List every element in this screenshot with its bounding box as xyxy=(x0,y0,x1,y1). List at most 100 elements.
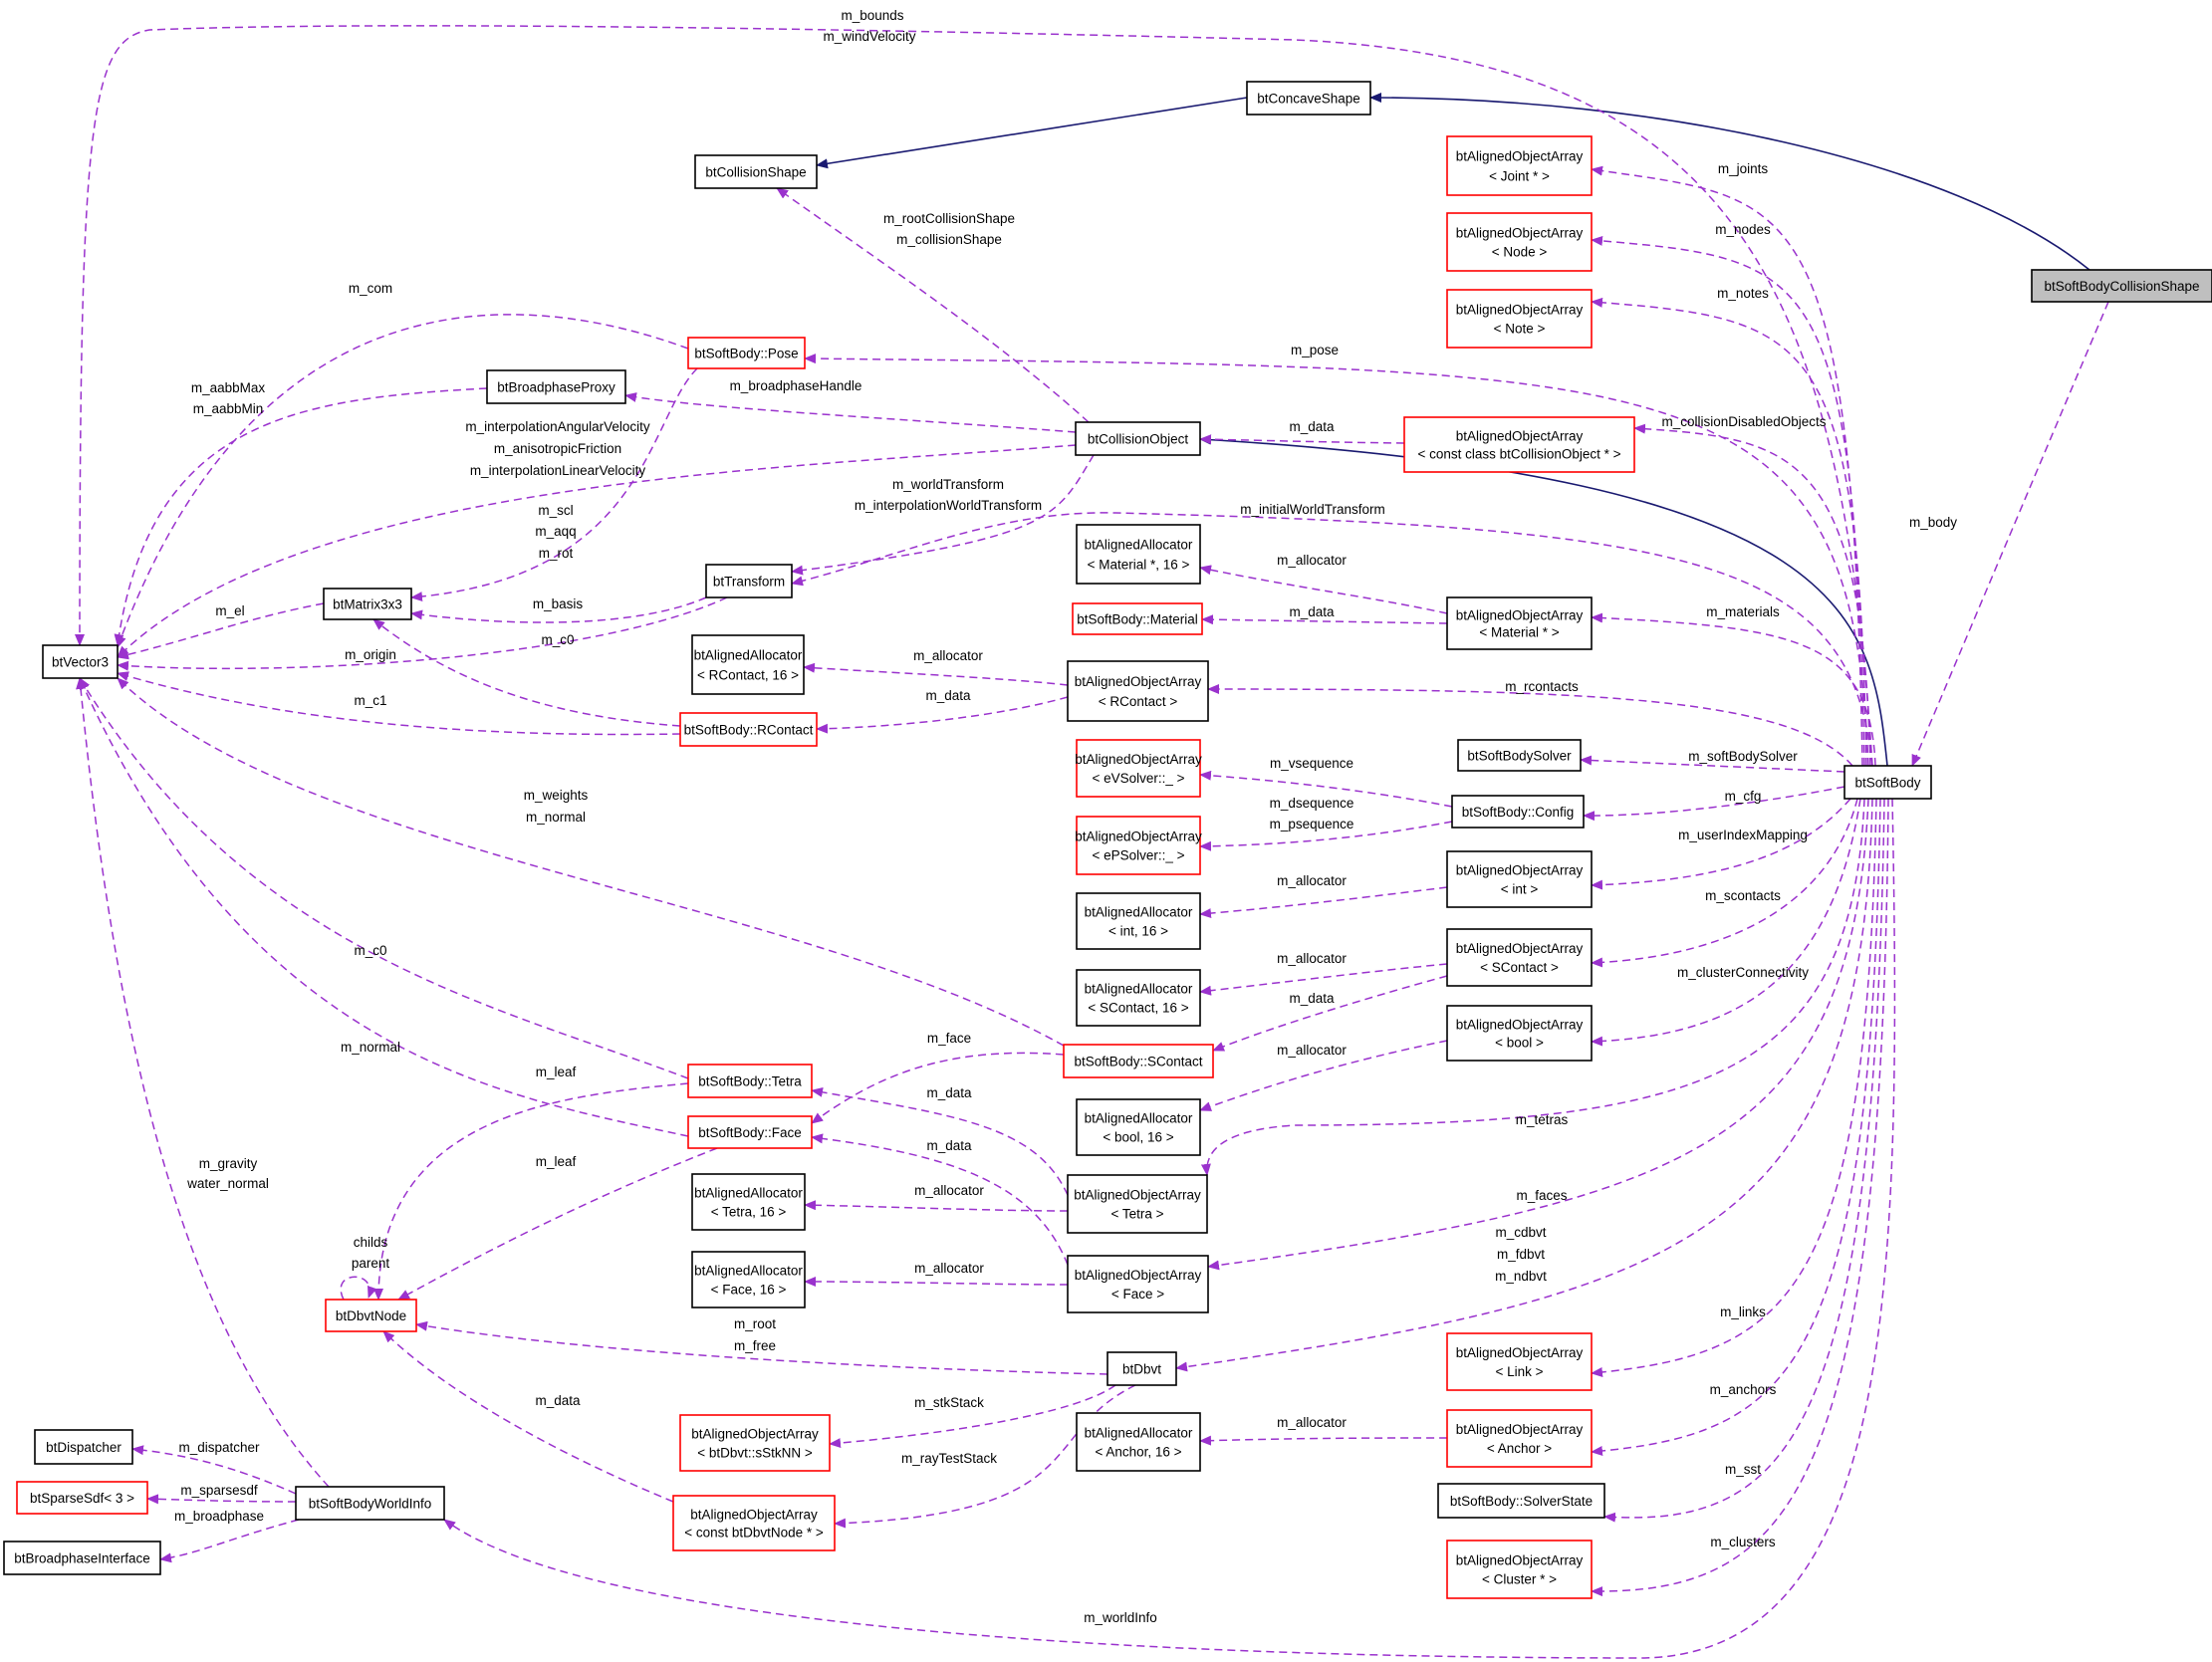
class-node-Pose[interactable]: btSoftBody::Pose xyxy=(687,337,806,369)
edge-label: m_softBodySolver xyxy=(1688,749,1798,764)
class-node-btDispatcher[interactable]: btDispatcher xyxy=(34,1429,133,1465)
class-box xyxy=(295,1486,445,1521)
class-node-aoaNote[interactable]: btAlignedObjectArray< Note > xyxy=(1446,289,1593,349)
class-node-allocSContact[interactable]: btAlignedAllocator< SContact, 16 > xyxy=(1076,969,1201,1027)
class-name-line: < Face > xyxy=(1111,1287,1164,1302)
edge-label: m_allocator xyxy=(913,648,983,663)
class-name-line: btAlignedObjectArray xyxy=(1456,1552,1584,1567)
class-node-aoaAnchor[interactable]: btAlignedObjectArray< Anchor > xyxy=(1446,1409,1593,1468)
class-node-Face[interactable]: btSoftBody::Face xyxy=(687,1115,813,1149)
class-node-allocTetra[interactable]: btAlignedAllocator< Tetra, 16 > xyxy=(691,1173,806,1231)
class-name-line: btAlignedObjectArray xyxy=(1456,1017,1584,1032)
class-node-aoaInt[interactable]: btAlignedObjectArray< int > xyxy=(1446,850,1593,908)
class-node-btSoftBodySolver[interactable]: btSoftBodySolver xyxy=(1457,739,1582,772)
edge-label: m_data xyxy=(1289,991,1335,1006)
edge-label: m_joints xyxy=(1718,161,1769,176)
class-box xyxy=(1076,969,1201,1027)
class-box xyxy=(1076,816,1201,875)
edge-label: m_rayTestStack xyxy=(901,1451,997,1466)
edge-label: m_initialWorldTransform xyxy=(1240,502,1385,517)
member-edge-aoaBool-to-allocBool xyxy=(1199,1040,1448,1111)
class-node-aoaTetra[interactable]: btAlignedObjectArray< Tetra > xyxy=(1067,1174,1208,1234)
class-box xyxy=(1067,1174,1208,1234)
class-name-line: btAlignedAllocator xyxy=(1085,905,1193,920)
member-edge-btSoftBody-to-aoaBool xyxy=(1591,798,1861,1047)
node-layer: btSoftBodyCollisionShape btConcaveShape bt… xyxy=(3,81,2212,1599)
class-node-btDbvt[interactable]: btDbvt xyxy=(1106,1351,1177,1386)
class-node-aoaDbvtNode[interactable]: btAlignedObjectArray< const btDbvtNode *… xyxy=(672,1495,836,1551)
class-node-aoaLink[interactable]: btAlignedObjectArray< Link > xyxy=(1446,1332,1593,1391)
class-node-allocAnchor[interactable]: btAlignedAllocator< Anchor, 16 > xyxy=(1076,1412,1201,1472)
class-node-btBroadphaseProxy[interactable]: btBroadphaseProxy xyxy=(486,369,626,404)
class-node-aoaNode[interactable]: btAlignedObjectArray< Node > xyxy=(1446,212,1593,272)
class-node-allocRContact[interactable]: btAlignedAllocator< RContact, 16 > xyxy=(691,634,805,695)
class-node-btBroadphaseInterface[interactable]: btBroadphaseInterface xyxy=(3,1541,161,1575)
edge-label-layer: m_bodym_boundsm_windVelocitym_jointsm_no… xyxy=(174,8,1957,1625)
edge-label: m_clusterConnectivity xyxy=(1677,965,1809,980)
class-node-Tetra[interactable]: btSoftBody::Tetra xyxy=(687,1064,813,1098)
class-box xyxy=(687,337,806,369)
class-node-btSoftBody[interactable]: btSoftBody xyxy=(1843,765,1932,800)
class-box xyxy=(42,644,119,679)
class-name-line: btAlignedObjectArray xyxy=(1456,225,1584,240)
member-edge-btSoftBody-to-aoaInt xyxy=(1591,798,1851,890)
class-node-aoaCollObj[interactable]: btAlignedObjectArray< const class btColl… xyxy=(1403,416,1635,473)
class-name-line: < SContact > xyxy=(1480,960,1559,975)
edge-label: m_allocator xyxy=(1277,873,1347,888)
class-box xyxy=(1075,421,1201,456)
class-name-line: btAlignedObjectArray xyxy=(1456,1345,1584,1360)
class-node-btConcaveShape[interactable]: btConcaveShape xyxy=(1246,81,1371,116)
class-box xyxy=(34,1429,133,1465)
member-edge-btSoftBody-to-aoaMaterial xyxy=(1591,612,1876,767)
class-node-aoaVSolver[interactable]: btAlignedObjectArray< eVSolver::_ > xyxy=(1075,739,1202,798)
class-node-btMatrix3x3[interactable]: btMatrix3x3 xyxy=(323,588,412,620)
class-name-line: btAlignedAllocator xyxy=(1085,538,1193,553)
class-node-btDbvtNode[interactable]: btDbvtNode xyxy=(325,1299,417,1332)
class-node-Material[interactable]: btSoftBody::Material xyxy=(1072,602,1203,635)
edge-label: m_weights xyxy=(524,788,589,803)
edge-label: m_faces xyxy=(1516,1188,1567,1203)
class-node-btTransform[interactable]: btTransform xyxy=(705,564,793,598)
class-node-aoaSContact[interactable]: btAlignedObjectArray< SContact > xyxy=(1446,928,1593,987)
member-edge-btSoftBody-to-aoaFace xyxy=(1207,798,1869,1271)
class-box xyxy=(1076,524,1201,585)
edge-label: parent xyxy=(352,1256,390,1271)
class-name-line: btConcaveShape xyxy=(1257,92,1360,107)
class-node-aoaCluster[interactable]: btAlignedObjectArray< Cluster * > xyxy=(1446,1540,1593,1599)
member-edge-aoaFace-to-Face xyxy=(811,1133,1069,1266)
member-edge-Config-to-aoaVSolver xyxy=(1199,770,1453,808)
class-node-allocFace[interactable]: btAlignedAllocator< Face, 16 > xyxy=(691,1251,806,1308)
class-node-SolverState[interactable]: btSoftBody::SolverState xyxy=(1437,1483,1605,1519)
class-name-line: btSoftBody::Face xyxy=(698,1125,802,1140)
class-box xyxy=(1446,928,1593,987)
class-node-aoaMaterial[interactable]: btAlignedObjectArray< Material * > xyxy=(1446,596,1593,650)
class-box xyxy=(1076,1412,1201,1472)
class-node-btVector3[interactable]: btVector3 xyxy=(42,644,119,679)
class-name-line: btDbvtNode xyxy=(336,1308,406,1323)
class-node-allocInt[interactable]: btAlignedAllocator< int, 16 > xyxy=(1076,892,1201,950)
member-edge-aoaFace-to-allocFace xyxy=(804,1277,1069,1288)
class-node-allocBool[interactable]: btAlignedAllocator< bool, 16 > xyxy=(1076,1098,1201,1156)
class-node-aoaStkNN[interactable]: btAlignedObjectArray< btDbvt::sStkNN > xyxy=(679,1414,831,1472)
member-edge-aoaSContact-to-SContact xyxy=(1212,975,1448,1052)
class-node-btSparseSdf[interactable]: btSparseSdf< 3 > xyxy=(16,1481,148,1515)
edge-label: m_cfg xyxy=(1725,789,1762,804)
class-node-RContact[interactable]: btSoftBody::RContact xyxy=(679,712,818,747)
class-node-aoaBool[interactable]: btAlignedObjectArray< bool > xyxy=(1446,1005,1593,1062)
class-node-Config[interactable]: btSoftBody::Config xyxy=(1451,795,1585,829)
class-node-btSoftBodyCollisionShape[interactable]: btSoftBodyCollisionShape xyxy=(2031,269,2212,303)
class-node-aoaPSolver[interactable]: btAlignedObjectArray< ePSolver::_ > xyxy=(1075,816,1202,875)
class-node-btCollisionShape[interactable]: btCollisionShape xyxy=(694,154,818,189)
class-name-line: < Material * > xyxy=(1479,625,1559,640)
edge-label: m_normal xyxy=(526,810,586,825)
member-edge-btDbvt-to-btDbvtNode xyxy=(415,1320,1108,1375)
class-name-line: < Face, 16 > xyxy=(711,1282,787,1297)
class-node-allocMaterial[interactable]: btAlignedAllocator< Material *, 16 > xyxy=(1076,524,1201,585)
class-node-aoaRContact[interactable]: btAlignedObjectArray< RContact > xyxy=(1067,660,1209,722)
class-node-aoaFace[interactable]: btAlignedObjectArray< Face > xyxy=(1067,1255,1209,1313)
member-edge-aoaInt-to-allocInt xyxy=(1199,886,1448,919)
class-node-btCollisionObject[interactable]: btCollisionObject xyxy=(1075,421,1201,456)
class-node-aoaJoint[interactable]: btAlignedObjectArray< Joint * > xyxy=(1446,135,1593,196)
class-node-SContact[interactable]: btSoftBody::SContact xyxy=(1063,1044,1214,1078)
class-node-btSoftBodyWorldInfo[interactable]: btSoftBodyWorldInfo xyxy=(295,1486,445,1521)
